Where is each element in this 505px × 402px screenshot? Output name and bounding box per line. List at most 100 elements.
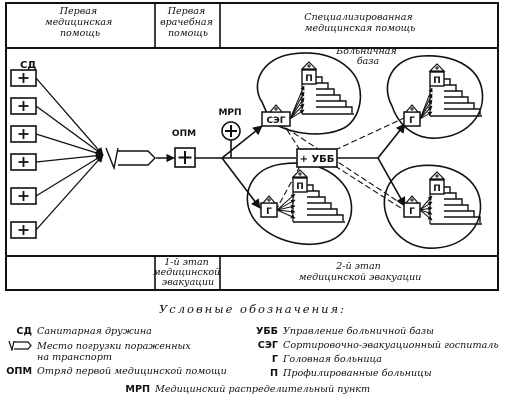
- control-line-top-right: [334, 117, 405, 151]
- arrow-head-to-p: [419, 111, 433, 120]
- hospital-group-top-right: ГП: [403, 63, 482, 127]
- legend-item-mrp: МРП Медицинский распределительный пункт: [120, 384, 370, 395]
- staircase-step: [307, 190, 320, 197]
- hospital-group-bottom-right: ГП: [403, 171, 482, 225]
- diagram-frame: [5, 2, 499, 291]
- staircase-step: [444, 210, 475, 217]
- arrow-sd-to-loading: [35, 151, 104, 163]
- staircase-step: [444, 78, 451, 85]
- staircase-step: [444, 198, 463, 205]
- footer-stage-2: 2-й этап медицинской эвакуации: [299, 261, 422, 283]
- plus-cross-icon: [267, 198, 271, 202]
- loading-place-icon: [6, 340, 32, 352]
- plus-cross-icon: [18, 73, 29, 83]
- arrow-mrp-to-seg: [221, 125, 263, 159]
- control-line-bottom-left: [275, 165, 301, 211]
- legend-abbr: П: [269, 368, 278, 379]
- hospital-base-blob-bottom-left: [246, 162, 353, 246]
- legend-item-loading-cont: на транспорт: [37, 352, 112, 363]
- header-first-aid: Первая медицинская помощь: [45, 6, 116, 39]
- hospital-base-blob-top-left: [256, 52, 362, 135]
- legend-abbr: ОПМ: [6, 366, 32, 377]
- plus-cross-icon: [274, 107, 278, 111]
- arrow-mrp-to-g-bottom-left: [221, 157, 261, 209]
- arrow-sd-to-loading: [35, 133, 104, 157]
- staircase-step: [307, 214, 344, 221]
- diagram-canvas: Первая медицинская помощь Первая врачебн…: [5, 2, 499, 291]
- staircase-step: [316, 76, 323, 83]
- control-line-bottom-right: [334, 165, 405, 211]
- hospital-group-bottom-left: ГП: [260, 169, 345, 223]
- plus-cross-icon: [178, 151, 192, 164]
- plus-cross-icon: [435, 174, 439, 178]
- arrow-head-to-p: [419, 195, 433, 211]
- staircase-step: [316, 82, 329, 89]
- arrow-head-to-p: [419, 105, 433, 120]
- arrow-head-to-p: [289, 109, 305, 120]
- p-hospital-label: П: [305, 74, 313, 84]
- legend-title: Условные обозначения:: [158, 302, 347, 316]
- arrow-sd-to-loading: [35, 77, 104, 156]
- staircase-step: [316, 106, 353, 113]
- mrp-label: МРП: [218, 108, 241, 118]
- hospital-base-blob-bottom-right: [383, 164, 482, 249]
- plus-cross-icon: [435, 66, 439, 70]
- sd-arrow-group: [35, 77, 104, 231]
- staircase-step: [444, 102, 475, 109]
- arrow-head-to-p: [289, 97, 305, 120]
- legend-item-sd: СД Санитарная дружина: [6, 326, 151, 337]
- plus-cross-icon: [18, 129, 29, 139]
- staircase-step: [444, 108, 481, 115]
- legend-abbr: СД: [16, 326, 32, 337]
- hospital-base-blob-top-right: [386, 55, 484, 139]
- staircase-step: [444, 192, 457, 199]
- legend-desc: Место погрузки пораженных: [37, 340, 191, 352]
- ubb-label: + УББ: [300, 154, 335, 165]
- arrow-head-to-p: [419, 206, 433, 211]
- staircase-step: [444, 90, 463, 97]
- p-hospital-label: П: [433, 76, 441, 86]
- plus-cross-icon: [225, 125, 237, 137]
- staircase-step: [316, 88, 335, 95]
- arrow-to-g-bottom-right: [377, 157, 406, 207]
- legend-abbr: МРП: [125, 384, 150, 395]
- staircase-step: [444, 204, 469, 211]
- sd-label: СД: [20, 60, 36, 71]
- arrow-head-to-p: [419, 201, 433, 211]
- header-specialized-aid: Специализированная медицинская помощь: [304, 12, 415, 34]
- sd-box-group: [10, 69, 37, 239]
- staircase-step: [444, 96, 469, 103]
- staircase-step: [444, 216, 481, 223]
- legend-desc: Сортировочно-эвакуационный госпиталь: [283, 340, 499, 351]
- arrow-head-to-p: [289, 103, 305, 120]
- arrow-sd-to-loading: [35, 154, 104, 197]
- legend-abbr: СЭГ: [257, 340, 278, 351]
- arrow-head-to-p: [419, 209, 433, 221]
- p-hospital-label: П: [433, 184, 441, 194]
- arrow-head-to-p: [276, 209, 296, 214]
- g-box-label: Г: [409, 207, 415, 217]
- control-line-seg-to-g: [285, 127, 406, 207]
- legend-desc: на транспорт: [37, 352, 112, 363]
- plus-cross-icon: [410, 107, 414, 111]
- legend-item-g: Г Головная больница: [244, 354, 382, 365]
- plus-cross-icon: [18, 191, 29, 201]
- staircase-step: [307, 184, 314, 191]
- staircase-step: [307, 196, 326, 203]
- ubb-box: [296, 148, 338, 168]
- staircase-step: [316, 94, 341, 101]
- legend-abbr: УББ: [255, 326, 278, 337]
- arrow-head-to-p: [289, 91, 305, 120]
- legend-desc: Медицинский распределительный пункт: [155, 384, 371, 395]
- plus-cross-icon: [307, 64, 311, 68]
- staircase-step: [444, 186, 451, 193]
- arrow-head-to-p: [419, 209, 433, 215]
- staircase-step: [307, 208, 338, 215]
- arrow-head-to-p: [276, 209, 296, 219]
- legend-desc: Головная больница: [283, 354, 382, 365]
- plus-cross-icon: [410, 198, 414, 202]
- header-first-medical-aid: Первая врачебная помощь: [160, 6, 216, 39]
- footer-stage-1: 1-й этап медицинской эвакуации: [153, 257, 224, 288]
